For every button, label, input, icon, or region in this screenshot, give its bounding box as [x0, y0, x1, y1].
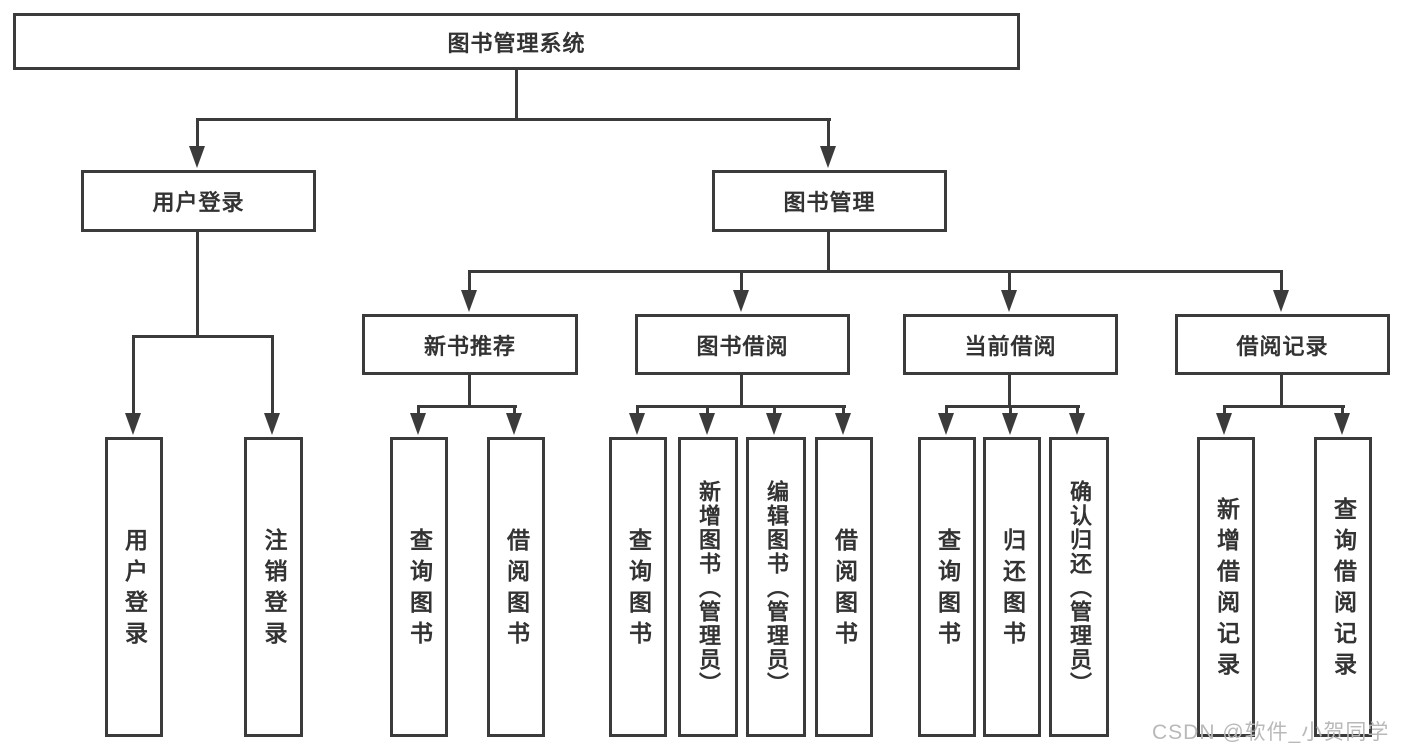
connector-leaf — [1076, 405, 1079, 417]
connector-leaf — [706, 405, 709, 417]
arrow-down-icon — [733, 290, 749, 312]
connector-to-user-login — [196, 118, 199, 148]
node-logout-leaf: 注销登录 — [244, 437, 303, 737]
connector-borrow-records-stem — [1280, 375, 1283, 405]
connector-leaf — [1223, 405, 1226, 417]
node-return-books: 归还图书 — [983, 437, 1041, 737]
arrow-down-icon — [820, 146, 836, 168]
connector-borrow-records-fork — [1223, 405, 1345, 408]
node-query-books-borrow: 查询图书 — [609, 437, 667, 737]
connector-to-book-management — [827, 118, 830, 148]
connector-new-book-stem — [468, 375, 471, 405]
node-borrow-books-recommend: 借阅图书 — [487, 437, 545, 737]
connector-book-mgmt-stem — [827, 232, 830, 270]
connector-current-borrow-stem — [1008, 375, 1011, 405]
connector-to-login-leaf — [132, 335, 135, 415]
connector-to-borrow-records — [1280, 270, 1283, 292]
connector-to-logout-leaf — [271, 335, 274, 415]
arrow-down-icon — [461, 290, 477, 312]
node-confirm-return-admin: 确认归还（管理员） — [1049, 437, 1109, 737]
connector-level3-fork — [469, 270, 1283, 273]
node-user-login: 用户登录 — [81, 170, 316, 232]
arrow-down-icon — [1069, 413, 1085, 435]
connector-root-stem — [515, 70, 518, 118]
node-borrow-books-leaf: 借阅图书 — [815, 437, 873, 737]
node-add-borrow-record: 新增借阅记录 — [1197, 437, 1255, 737]
arrow-down-icon — [699, 413, 715, 435]
arrow-down-icon — [1334, 413, 1350, 435]
node-borrow-records: 借阅记录 — [1175, 314, 1390, 375]
arrow-down-icon — [1001, 290, 1017, 312]
connector-user-login-fork — [132, 335, 274, 338]
connector-book-borrow-fork — [636, 405, 846, 408]
connector-to-book-borrow — [740, 270, 743, 292]
arrow-down-icon — [938, 413, 954, 435]
node-root-system: 图书管理系统 — [13, 13, 1020, 70]
node-query-books-recommend: 查询图书 — [390, 437, 448, 737]
connector-leaf — [945, 405, 948, 417]
node-user-login-leaf: 用户登录 — [105, 437, 163, 737]
connector-leaf — [636, 405, 639, 417]
arrow-down-icon — [410, 413, 426, 435]
connector-user-login-stem — [196, 232, 199, 335]
arrow-down-icon — [125, 413, 141, 435]
connector-leaf — [1009, 405, 1012, 417]
arrow-down-icon — [835, 413, 851, 435]
connector-leaf — [417, 405, 420, 417]
connector-to-current-borrow — [1008, 270, 1011, 292]
arrow-down-icon — [1273, 290, 1289, 312]
connector-level2-fork — [197, 118, 831, 121]
node-current-borrow: 当前借阅 — [903, 314, 1118, 375]
node-add-book-admin: 新增图书（管理员） — [678, 437, 738, 737]
connector-leaf — [773, 405, 776, 417]
arrow-down-icon — [264, 413, 280, 435]
node-book-borrow: 图书借阅 — [635, 314, 850, 375]
node-book-management: 图书管理 — [712, 170, 947, 232]
arrow-down-icon — [1002, 413, 1018, 435]
connector-leaf — [1341, 405, 1344, 417]
arrow-down-icon — [1216, 413, 1232, 435]
connector-book-borrow-stem — [740, 375, 743, 405]
connector-new-book-fork — [417, 405, 517, 408]
node-query-books-current: 查询图书 — [918, 437, 976, 737]
connector-to-new-book — [468, 270, 471, 292]
node-query-borrow-record: 查询借阅记录 — [1314, 437, 1372, 737]
arrow-down-icon — [629, 413, 645, 435]
arrow-down-icon — [766, 413, 782, 435]
connector-leaf — [513, 405, 516, 417]
arrow-down-icon — [506, 413, 522, 435]
connector-current-borrow-fork — [945, 405, 1080, 408]
node-new-book-recommend: 新书推荐 — [362, 314, 578, 375]
arrow-down-icon — [189, 146, 205, 168]
csdn-watermark: CSDN @软件_小贺同学 — [1152, 721, 1390, 744]
connector-leaf — [842, 405, 845, 417]
node-edit-book-admin: 编辑图书（管理员） — [746, 437, 806, 737]
